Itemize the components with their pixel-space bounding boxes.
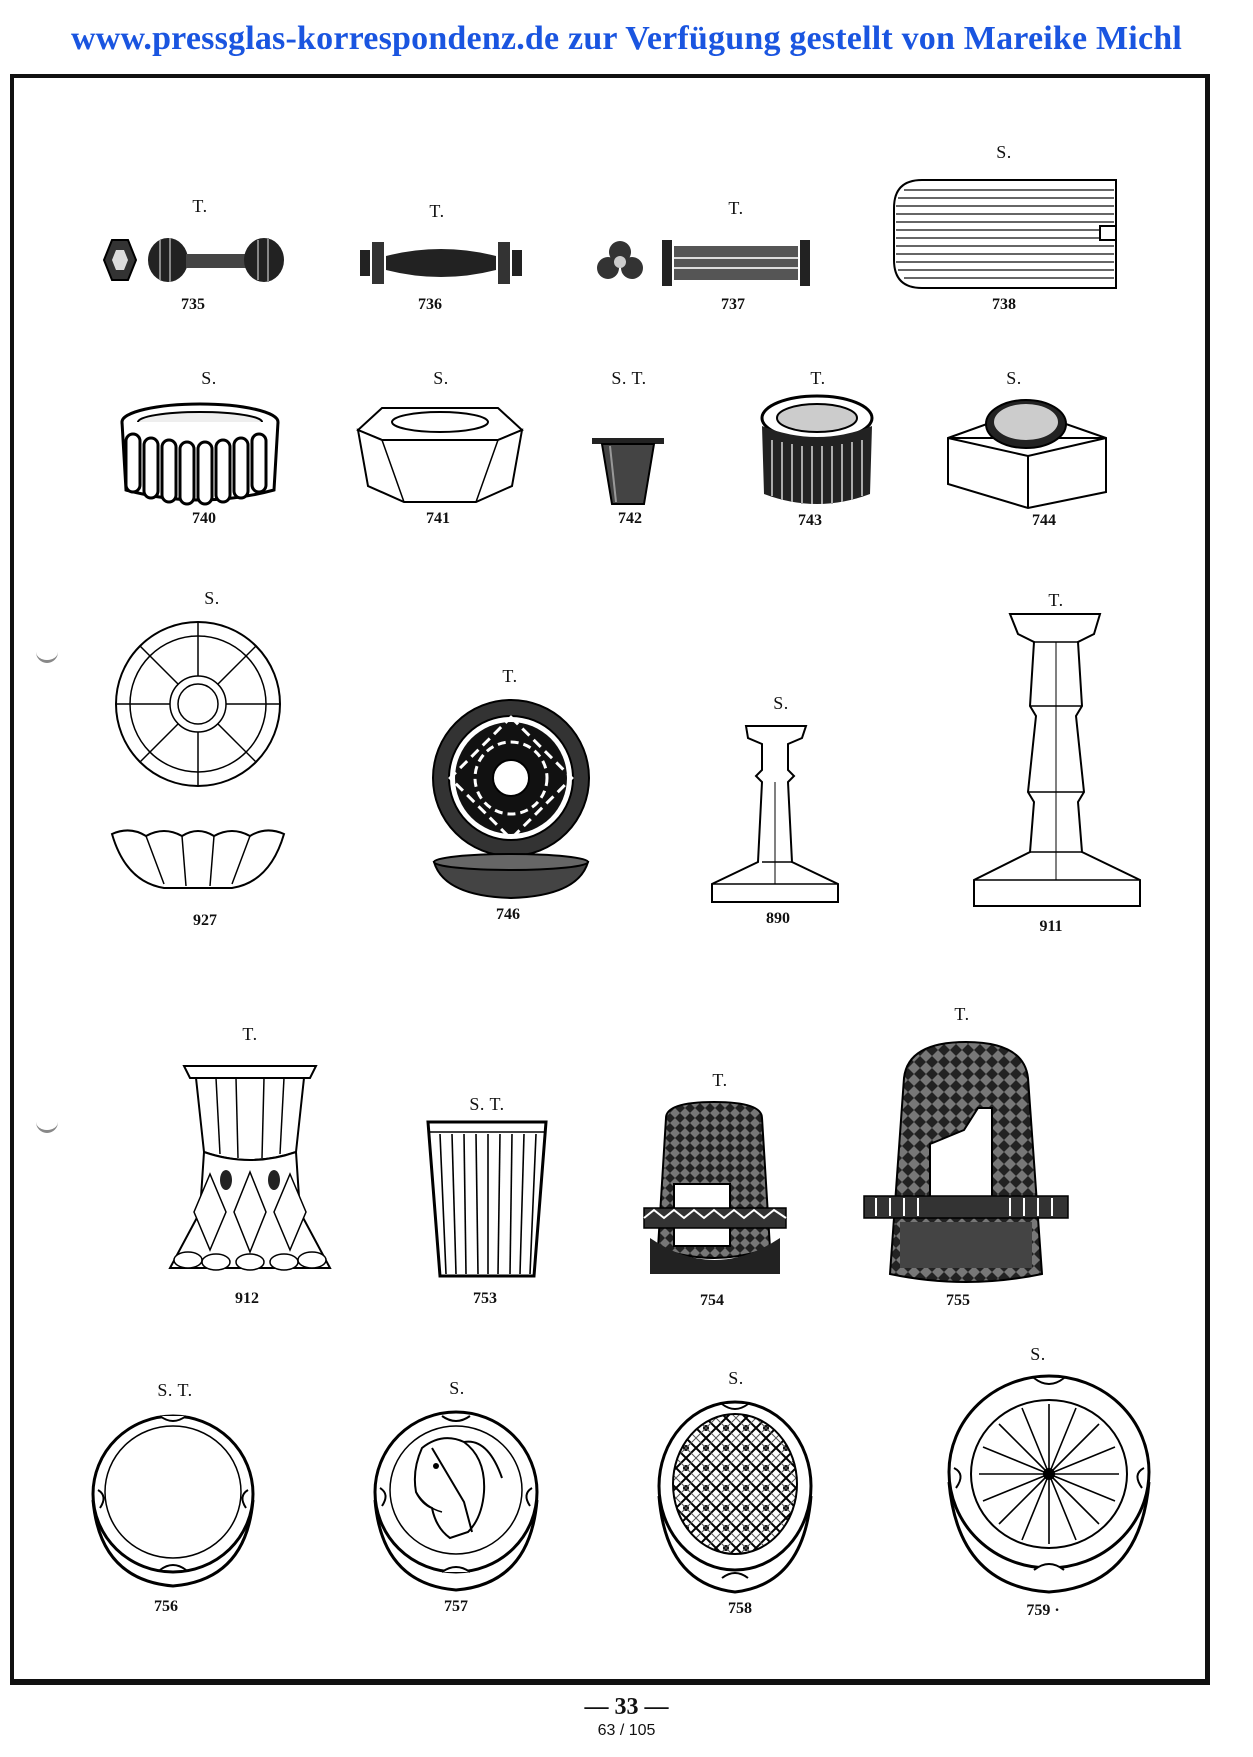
item-735-code: T. bbox=[192, 196, 208, 216]
item-755-code: T. bbox=[954, 1004, 970, 1024]
item-738-illustration bbox=[893, 179, 1117, 289]
item-759-illustration bbox=[947, 1374, 1151, 1594]
item-738-code: S. bbox=[996, 142, 1012, 162]
item-742-illustration bbox=[592, 438, 664, 505]
item-742-code: S. T. bbox=[611, 368, 647, 388]
page-count: 63 / 105 bbox=[597, 1722, 656, 1739]
item-743-number: 743 bbox=[798, 512, 822, 529]
item-743-illustration bbox=[760, 394, 874, 504]
item-890-illustration bbox=[711, 725, 839, 903]
item-744-code: S. bbox=[1006, 368, 1022, 388]
item-737-illustration bbox=[597, 240, 810, 286]
item-742-number: 742 bbox=[618, 510, 642, 527]
item-758-illustration bbox=[657, 1400, 813, 1594]
item-912-number: 912 bbox=[235, 1290, 259, 1307]
item-740-code: S. bbox=[201, 368, 217, 388]
item-735-illustration bbox=[102, 238, 284, 282]
item-754-illustration bbox=[643, 1100, 787, 1274]
item-890-code: S. bbox=[773, 693, 789, 713]
item-744-illustration bbox=[947, 399, 1107, 510]
item-743-code: T. bbox=[810, 368, 826, 388]
item-757-code: S. bbox=[449, 1378, 465, 1398]
item-740-illustration bbox=[120, 402, 280, 506]
item-758-code: S. bbox=[728, 1368, 744, 1388]
page-number: — 33 — bbox=[584, 1694, 669, 1720]
item-927-illustration bbox=[110, 621, 286, 889]
item-754-number: 754 bbox=[700, 1292, 724, 1309]
item-911-code: T. bbox=[1048, 590, 1064, 610]
item-890-number: 890 bbox=[766, 910, 790, 927]
item-756-illustration bbox=[91, 1414, 255, 1588]
item-738-number: 738 bbox=[992, 296, 1016, 313]
item-741-illustration bbox=[356, 407, 524, 503]
item-755-illustration bbox=[863, 1040, 1069, 1283]
item-753-number: 753 bbox=[473, 1290, 497, 1307]
item-746-number: 746 bbox=[496, 906, 520, 923]
item-756-code: S. T. bbox=[157, 1380, 193, 1400]
hole-punch-mark bbox=[36, 1118, 58, 1133]
item-737-code: T. bbox=[728, 198, 744, 218]
item-927-code: S. bbox=[204, 588, 220, 608]
item-736-illustration bbox=[360, 242, 522, 284]
item-741-code: S. bbox=[433, 368, 449, 388]
item-754-code: T. bbox=[712, 1070, 728, 1090]
item-737-number: 737 bbox=[721, 296, 745, 313]
item-911-illustration bbox=[973, 613, 1141, 907]
item-758-number: 758 bbox=[728, 1600, 752, 1617]
item-736-code: T. bbox=[429, 201, 445, 221]
item-746-code: T. bbox=[502, 666, 518, 686]
item-736-number: 736 bbox=[418, 296, 442, 313]
item-744-number: 744 bbox=[1032, 512, 1056, 529]
item-912-illustration bbox=[168, 1065, 332, 1271]
item-759-code: S. bbox=[1030, 1344, 1046, 1364]
header-link-text[interactable]: www.pressglas-korrespondenz.de zur Verfü… bbox=[70, 20, 1182, 57]
item-735-number: 735 bbox=[181, 296, 205, 313]
item-740-number: 740 bbox=[192, 510, 216, 527]
item-753-illustration bbox=[426, 1120, 548, 1278]
item-757-number: 757 bbox=[444, 1598, 468, 1615]
item-753-code: S. T. bbox=[469, 1094, 505, 1114]
item-746-illustration bbox=[432, 699, 590, 900]
item-756-number: 756 bbox=[154, 1598, 178, 1615]
hole-punch-mark bbox=[36, 648, 58, 663]
item-759-number: 759 · bbox=[1026, 1602, 1060, 1619]
item-757-illustration bbox=[373, 1410, 539, 1592]
item-741-number: 741 bbox=[426, 510, 450, 527]
item-911-number: 911 bbox=[1039, 918, 1063, 935]
item-912-code: T. bbox=[242, 1024, 258, 1044]
item-755-number: 755 bbox=[946, 1292, 970, 1309]
catalog-frame bbox=[10, 74, 1210, 1685]
item-927-number: 927 bbox=[193, 912, 217, 929]
